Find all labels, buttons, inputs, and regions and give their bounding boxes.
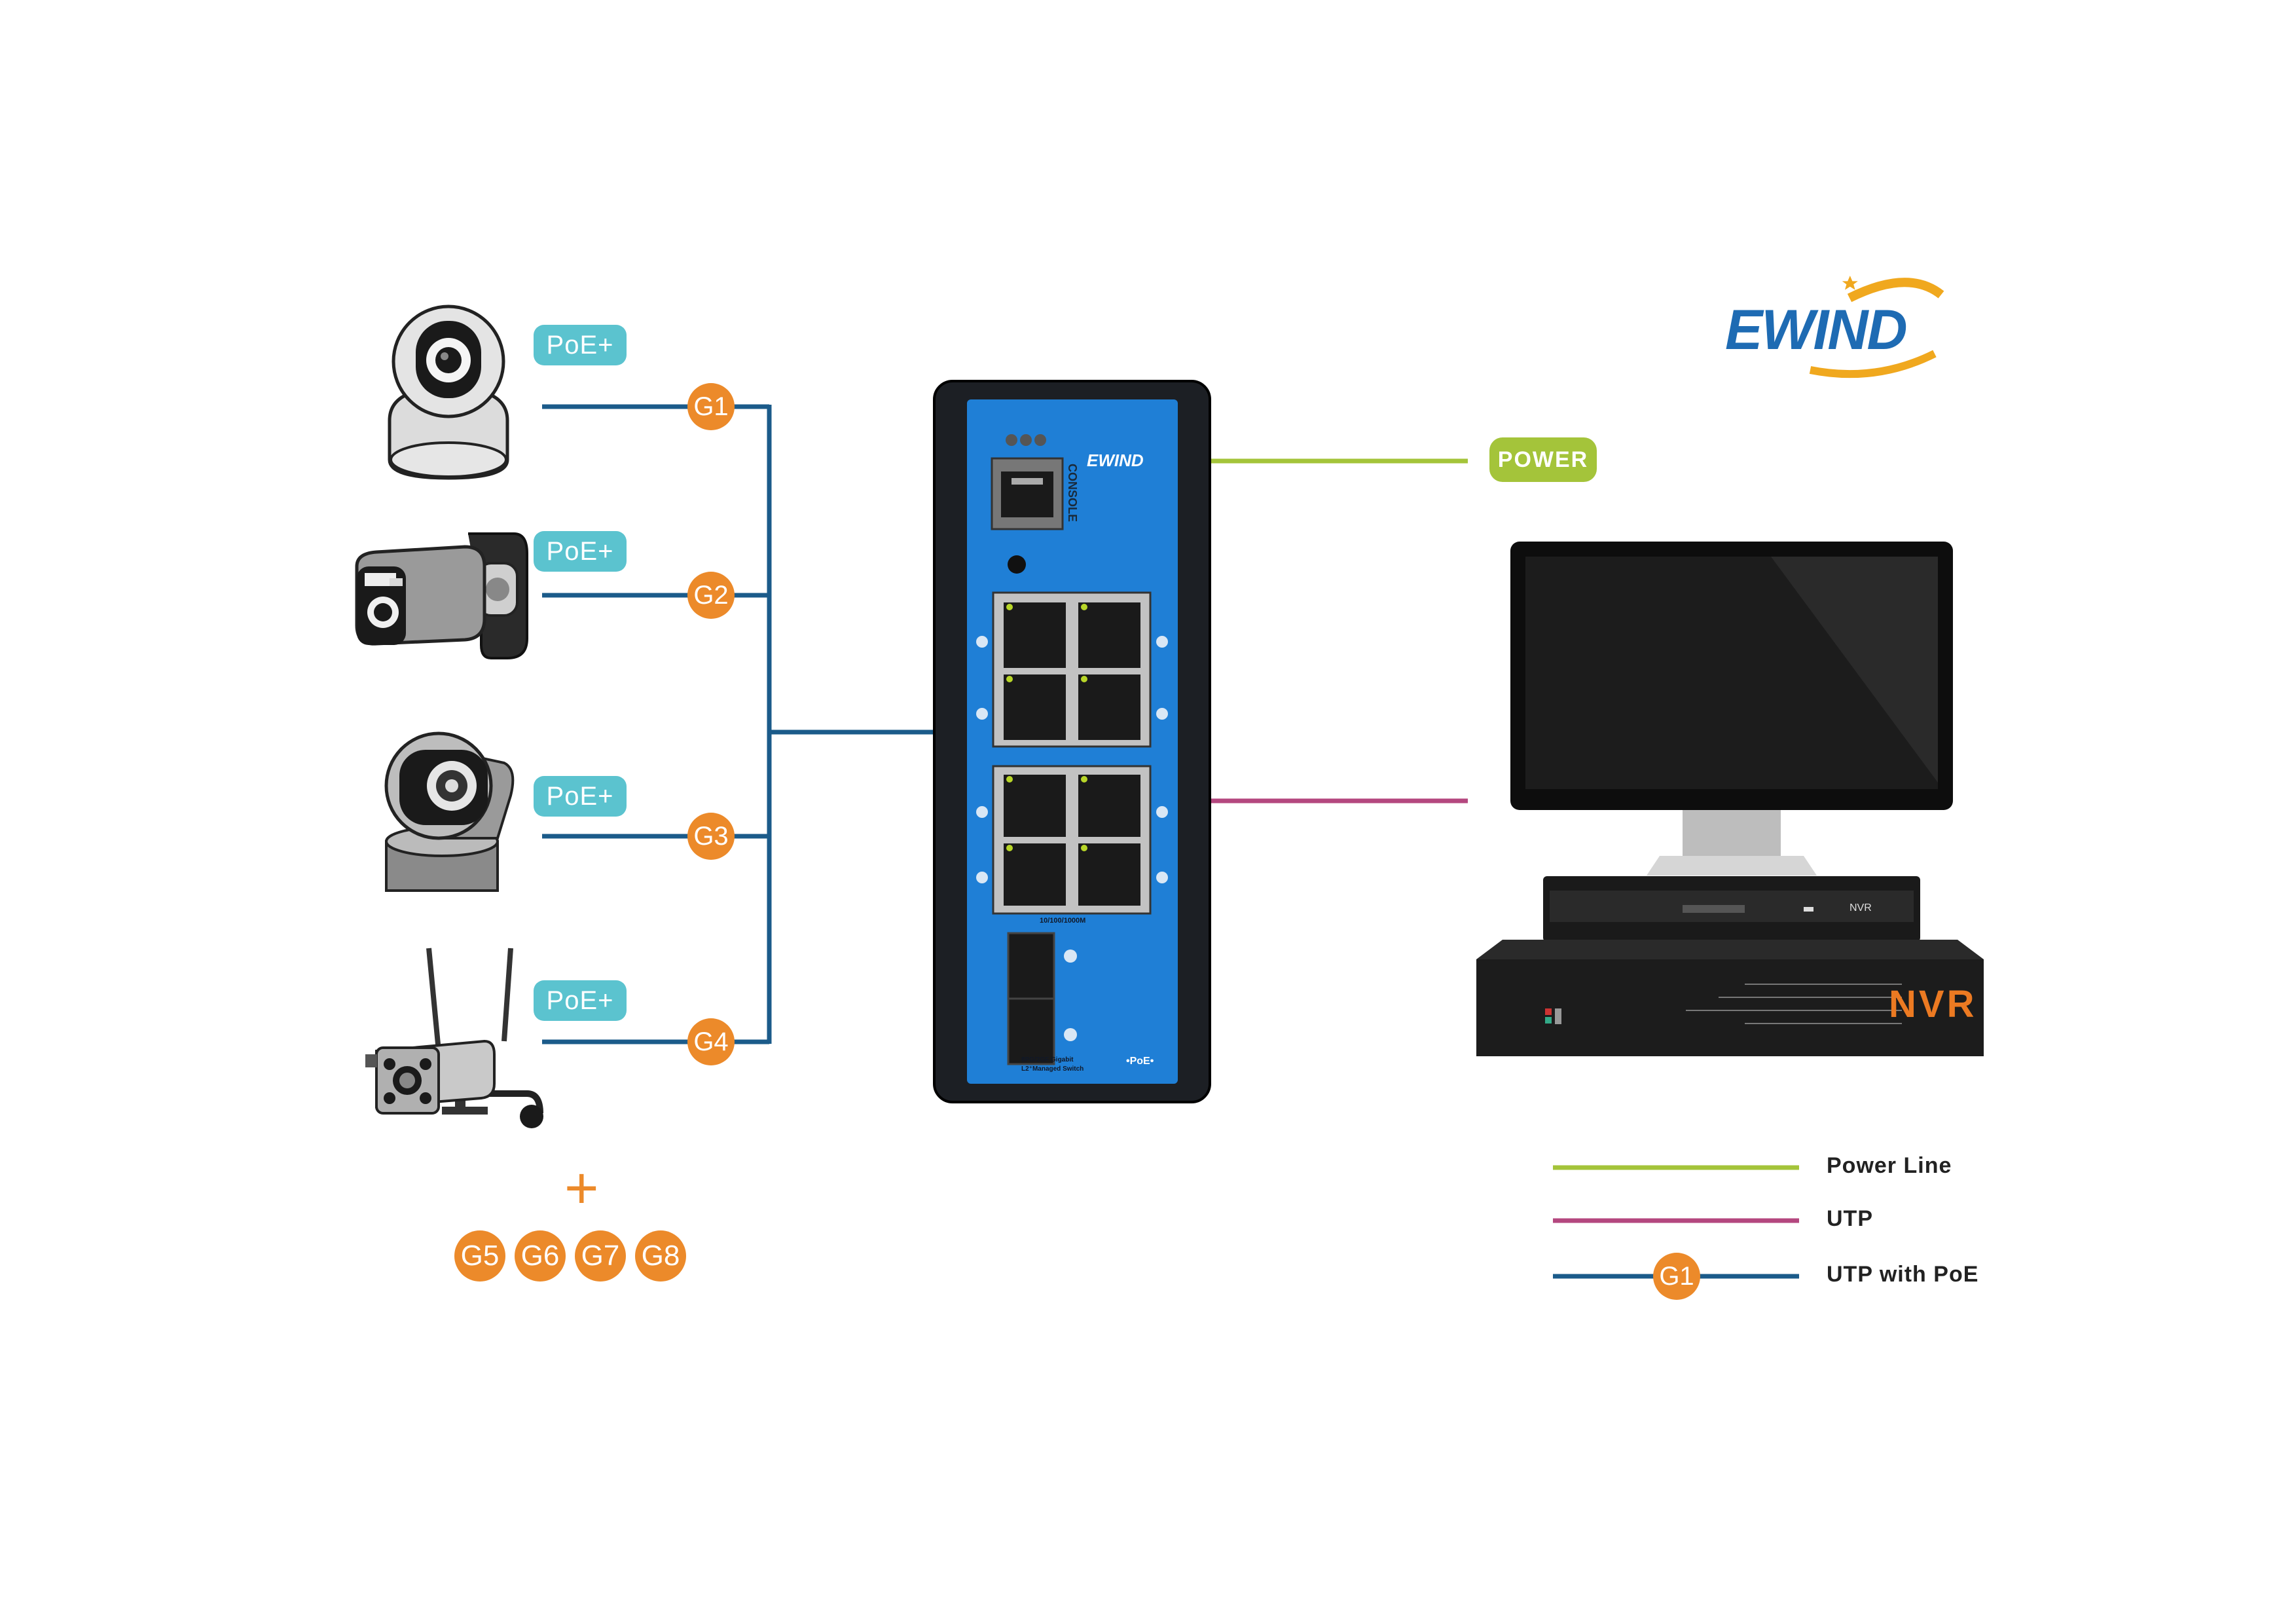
nvr-small-label: NVR <box>1850 902 1872 913</box>
poe-plus-tag-1: PoE+ <box>534 325 627 365</box>
power-tag: POWER <box>1489 437 1597 482</box>
ptz-dome-camera-icon <box>388 304 509 480</box>
poe-plus-tag-2: PoE+ <box>534 531 627 572</box>
utp-poe-lines <box>542 404 935 1044</box>
port-badge-g1: G1 <box>687 383 735 430</box>
model-line-2: L2⁺Managed Switch <box>1021 1065 1084 1073</box>
port-badge-g3: G3 <box>687 813 735 860</box>
poe-plus-tag-3: PoE+ <box>534 776 627 817</box>
switch-poe-label: •PoE• <box>1126 1056 1154 1067</box>
port-badge-g7: G7 <box>575 1230 626 1282</box>
brand-logo: EWIND <box>1725 272 1987 383</box>
plus-sign: + <box>564 1156 599 1221</box>
nvr-front-label: NVR <box>1889 983 1977 1025</box>
switch-brand-label: EWIND <box>1087 451 1144 470</box>
model-line-1: 8PG/2GF Gigabit <box>1021 1056 1074 1063</box>
nvr-recorder-icon <box>1543 876 1920 942</box>
managed-switch-icon <box>933 380 1211 1103</box>
logo-swoosh-icon <box>1809 276 1944 378</box>
port-badge-g8: G8 <box>635 1230 686 1282</box>
legend-utp-label: UTP <box>1827 1206 1873 1231</box>
legend-power-line-label: Power Line <box>1827 1153 1952 1178</box>
port-badge-g6: G6 <box>515 1230 566 1282</box>
wifi-outdoor-camera-icon <box>365 948 543 1128</box>
console-label: CONSOLE <box>1066 464 1079 523</box>
port-badge-g2: G2 <box>687 572 735 619</box>
port-badge-g4: G4 <box>687 1018 735 1065</box>
port-badge-g5: G5 <box>454 1230 505 1282</box>
ptz-camera-icon <box>384 731 515 892</box>
speed-label: 10/100/1000M <box>1040 917 1086 925</box>
legend-utp-poe-label: UTP with PoE <box>1827 1262 1979 1287</box>
poe-plus-tag-4: PoE+ <box>534 980 627 1021</box>
logo-wordmark: EWIND <box>1725 299 1908 361</box>
legend-port-badge: G1 <box>1653 1253 1700 1300</box>
nvr-server-icon <box>1476 940 1984 1056</box>
bullet-camera-icon <box>355 532 528 659</box>
monitor-icon <box>1510 542 1953 876</box>
